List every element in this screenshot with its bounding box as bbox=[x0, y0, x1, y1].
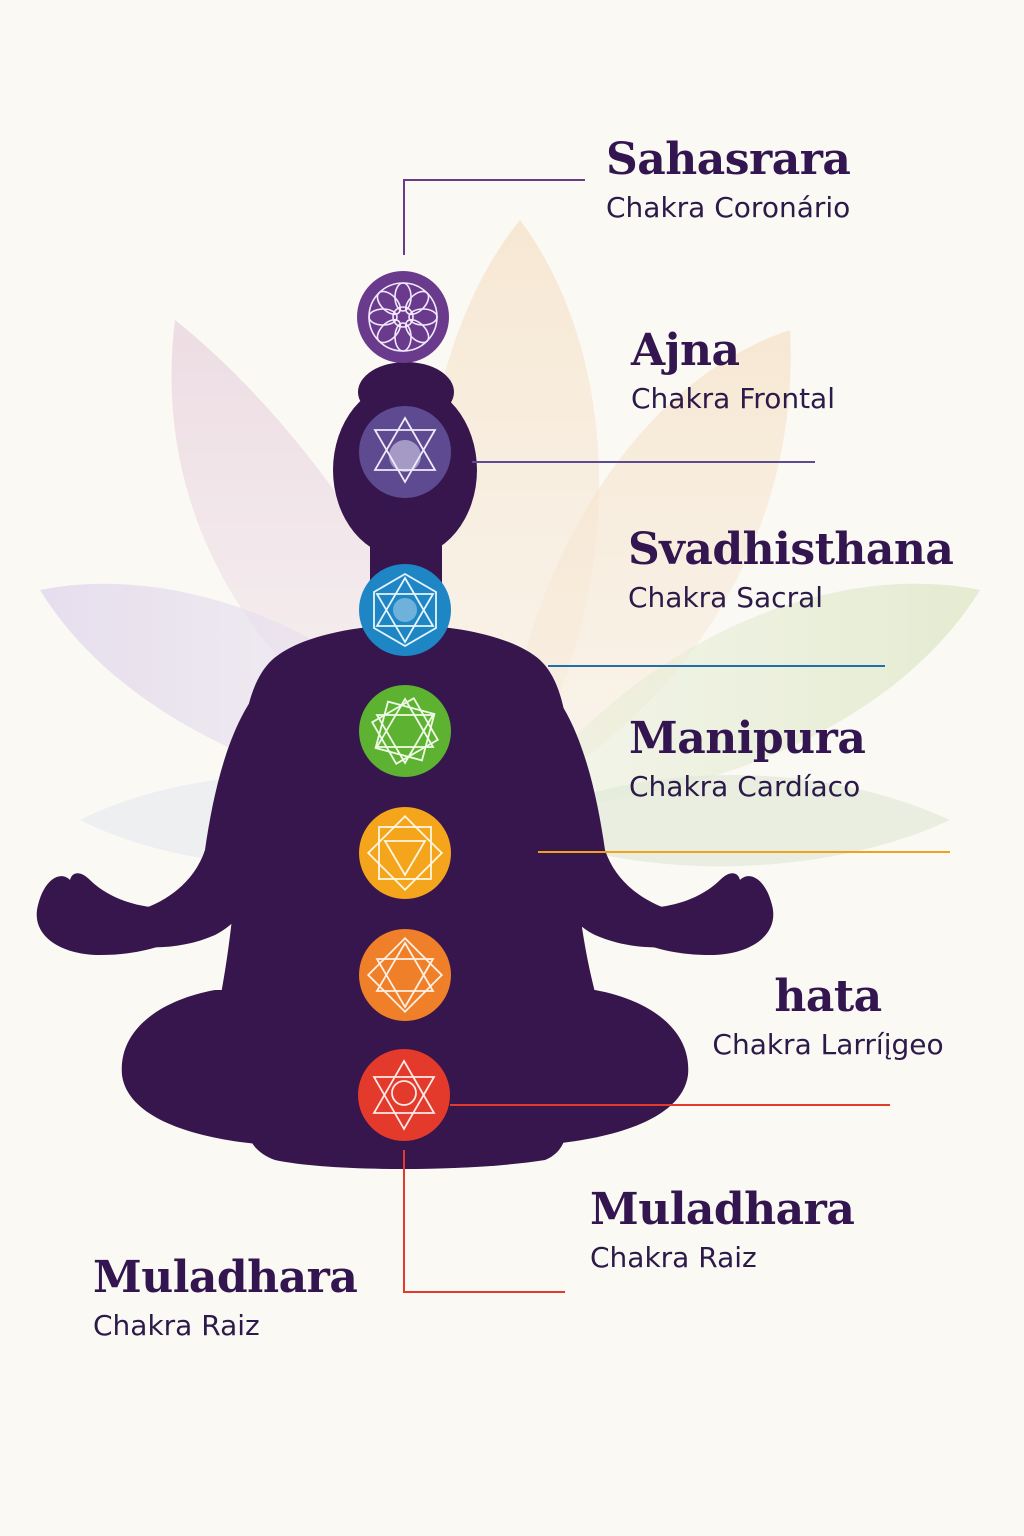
root-triangle-icon bbox=[358, 1049, 450, 1141]
throat-hexagram-icon bbox=[359, 564, 451, 656]
chakra-name: hata bbox=[774, 971, 882, 1022]
chakra-name: Svadhisthana bbox=[628, 524, 954, 575]
connector-lines bbox=[403, 179, 950, 1293]
crown-lotus-icon bbox=[357, 271, 449, 363]
chakra-subtitle: Chakra Larríįgeo bbox=[712, 1028, 944, 1061]
label-sahasrara: Sahasrara Chakra Coronário bbox=[606, 134, 851, 224]
lotus-petal bbox=[520, 583, 980, 810]
chakra-name: Muladhara bbox=[590, 1184, 855, 1235]
chakra-subtitle: Chakra Frontal bbox=[631, 382, 835, 415]
chakra-subtitle: Chakra Cardíaco bbox=[629, 770, 861, 803]
chakra-name: Muladhara bbox=[93, 1252, 358, 1303]
chakra-name: Manipura bbox=[629, 713, 866, 764]
heart-star-icon bbox=[359, 685, 451, 777]
label-hata: hata Chakra Larríįgeo bbox=[693, 975, 963, 1059]
label-manipura: Manipura Chakra Cardíaco bbox=[629, 713, 866, 803]
chakra-subtitle: Chakra Coronário bbox=[606, 191, 851, 224]
chakra-circles bbox=[357, 271, 451, 1141]
lotus-petal bbox=[500, 330, 791, 800]
label-ajna: Ajna Chakra Frontal bbox=[631, 329, 835, 413]
label-svadhisthana: Svadhisthana Chakra Sacral bbox=[628, 524, 954, 614]
connector-root-down bbox=[403, 1150, 565, 1293]
chakra-subtitle: Chakra Sacral bbox=[628, 581, 824, 614]
chakra-name: Ajna bbox=[631, 325, 740, 376]
solar-plexus-icon bbox=[359, 807, 451, 899]
chakra-subtitle: Chakra Raiz bbox=[590, 1241, 757, 1274]
third-eye-triangle-icon bbox=[359, 406, 451, 498]
connector-crown bbox=[403, 179, 585, 255]
label-muladhara-left: Muladhara Chakra Raiz bbox=[93, 1252, 358, 1342]
chakra-subtitle: Chakra Raiz bbox=[93, 1309, 260, 1342]
label-muladhara-right: Muladhara Chakra Raiz bbox=[590, 1184, 855, 1274]
sacral-hexagram-icon bbox=[359, 929, 451, 1021]
lotus-petal bbox=[520, 775, 950, 867]
chakra-name: Sahasrara bbox=[606, 134, 851, 185]
